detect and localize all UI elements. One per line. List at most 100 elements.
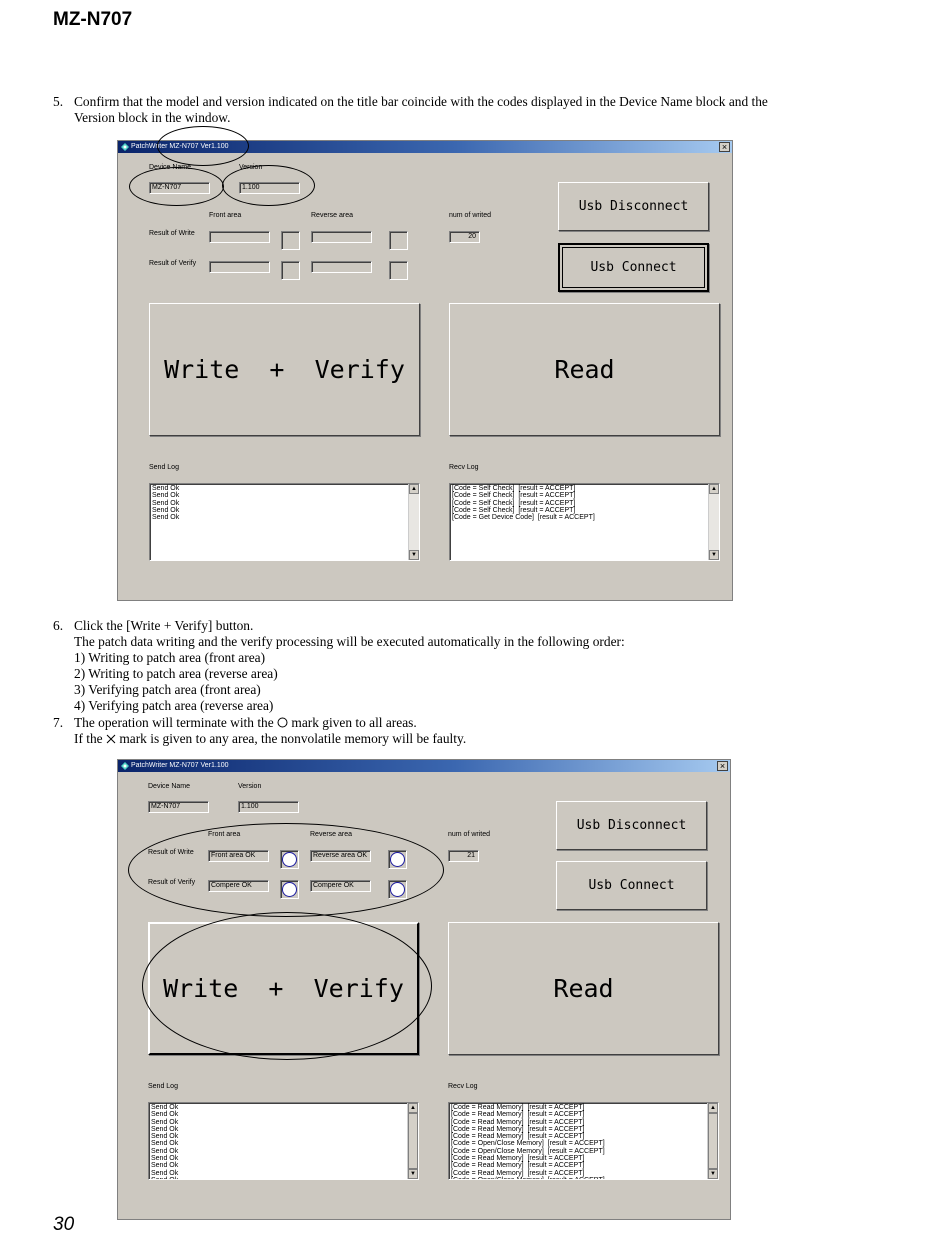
step7-line2-end: mark is given to any area, the nonvolati…	[119, 731, 467, 746]
step-number: 5.	[53, 94, 64, 109]
result-write-label: Result of Write	[148, 849, 194, 856]
num-writed-field: 20	[449, 231, 480, 243]
write-reverse-field	[311, 231, 372, 243]
verify-front-field: Compere OK	[208, 880, 269, 892]
close-icon[interactable]: ×	[717, 761, 728, 771]
usb-disconnect-button[interactable]: Usb Disconnect	[556, 801, 707, 850]
version-label: Version	[239, 164, 263, 171]
write-verify-button[interactable]: Write + Verify	[149, 303, 420, 436]
close-icon[interactable]: ×	[719, 142, 730, 152]
device-name-field: MZ-N707	[148, 801, 209, 813]
circle-mark-icon	[277, 717, 288, 728]
title-bar[interactable]: PatchWriter MZ-N707 Ver1.100 ×	[118, 760, 730, 772]
reverse-area-label: Reverse area	[310, 831, 353, 838]
verify-reverse-mark	[388, 880, 407, 899]
verify-reverse-field	[311, 261, 372, 273]
window-title: PatchWriter MZ-N707 Ver1.100	[131, 143, 229, 150]
step6-item: 3) Verifying patch area (front area)	[74, 682, 261, 697]
recv-log-text: [Code = Read Memory] [result = ACCEPT] […	[451, 1104, 605, 1179]
scroll-down-icon[interactable]: ▼	[709, 550, 719, 560]
verify-front-mark	[280, 880, 299, 899]
send-log-label: Send Log	[149, 464, 179, 471]
scroll-up-icon[interactable]: ▲	[708, 1103, 718, 1113]
front-area-label: Front area	[208, 831, 241, 838]
step7-line2: If the mark is given to any area, the no…	[74, 731, 466, 747]
write-reverse-mark	[389, 231, 408, 250]
scroll-up-icon[interactable]: ▲	[409, 484, 419, 494]
write-front-field: Front area OK	[208, 850, 269, 862]
step6-item: 4) Verifying patch area (reverse area)	[74, 698, 274, 713]
step5-line1: Confirm that the model and version indic…	[74, 94, 768, 109]
step5-line2: Version block in the window.	[74, 110, 231, 125]
write-reverse-field: Reverse area OK	[310, 850, 371, 862]
patchwriter-window-1: PatchWriter MZ-N707 Ver1.100 × Device Na…	[117, 140, 733, 601]
recv-log-box[interactable]: [Code = Read Memory] [result = ACCEPT] […	[448, 1102, 719, 1180]
verify-front-field	[209, 261, 270, 273]
ok-circle-icon	[282, 882, 297, 897]
ok-circle-icon	[390, 852, 405, 867]
title-bar[interactable]: PatchWriter MZ-N707 Ver1.100 ×	[118, 141, 732, 153]
recv-log-label: Recv Log	[448, 1083, 478, 1090]
scroll-down-icon[interactable]: ▼	[408, 1169, 418, 1179]
cross-mark-icon	[106, 734, 116, 744]
step6-line1: Click the [Write + Verify] button.	[74, 618, 254, 633]
read-button[interactable]: Read	[449, 303, 720, 436]
scrollbar[interactable]: ▲ ▼	[408, 484, 419, 560]
window-title: PatchWriter MZ-N707 Ver1.100	[131, 762, 229, 769]
patchwriter-window-2: PatchWriter MZ-N707 Ver1.100 × Device Na…	[117, 759, 731, 1220]
scroll-down-icon[interactable]: ▼	[409, 550, 419, 560]
send-log-box[interactable]: Send Ok Send Ok Send Ok Send Ok Send Ok …	[149, 483, 420, 561]
reverse-area-label: Reverse area	[311, 212, 354, 219]
device-name-label: Device Name	[149, 164, 192, 171]
page-number: 30	[53, 1214, 75, 1235]
step7-line1: The operation will terminate with the ma…	[74, 715, 417, 731]
result-verify-label: Result of Verify	[149, 260, 197, 267]
version-field: 1.100	[238, 801, 299, 813]
step7-line1-end: mark given to all areas.	[291, 715, 417, 730]
step6-line2: The patch data writing and the verify pr…	[74, 634, 625, 649]
verify-reverse-field: Compere OK	[310, 880, 371, 892]
recv-log-text: [Code = Self Check] [result = ACCEPT] [C…	[452, 485, 595, 522]
send-log-label: Send Log	[148, 1083, 178, 1090]
result-verify-label: Result of Verify	[148, 879, 196, 886]
scroll-up-icon[interactable]: ▲	[709, 484, 719, 494]
version-field: 1.100	[239, 182, 300, 194]
step6-item: 1) Writing to patch area (front area)	[74, 650, 266, 665]
version-label: Version	[238, 783, 262, 790]
send-log-text: Send Ok Send Ok Send Ok Send Ok Send Ok …	[151, 1104, 179, 1179]
verify-front-mark	[281, 261, 300, 280]
device-name-label: Device Name	[148, 783, 191, 790]
step7-line2-start: If the	[74, 731, 103, 746]
recv-log-label: Recv Log	[449, 464, 479, 471]
step6-item: 2) Writing to patch area (reverse area)	[74, 666, 278, 681]
usb-connect-button[interactable]: Usb Connect	[558, 243, 709, 292]
write-reverse-mark	[388, 850, 407, 869]
app-icon	[121, 762, 129, 770]
scroll-thumb[interactable]	[708, 1113, 718, 1169]
device-name-field: MZ-N707	[149, 182, 210, 194]
scroll-up-icon[interactable]: ▲	[408, 1103, 418, 1113]
model-header: MZ-N707	[53, 9, 133, 30]
app-icon	[121, 143, 129, 151]
send-log-box[interactable]: Send Ok Send Ok Send Ok Send Ok Send Ok …	[148, 1102, 419, 1180]
ok-circle-icon	[282, 852, 297, 867]
num-writed-label: num of writed	[449, 212, 492, 219]
scrollbar[interactable]: ▲ ▼	[708, 484, 719, 560]
ok-circle-icon	[390, 882, 405, 897]
scroll-down-icon[interactable]: ▼	[708, 1169, 718, 1179]
verify-reverse-mark	[389, 261, 408, 280]
scrollbar[interactable]: ▲ ▼	[707, 1103, 718, 1179]
read-button[interactable]: Read	[448, 922, 719, 1055]
write-front-field	[209, 231, 270, 243]
result-write-label: Result of Write	[149, 230, 195, 237]
front-area-label: Front area	[209, 212, 242, 219]
usb-disconnect-button[interactable]: Usb Disconnect	[558, 182, 709, 231]
scrollbar[interactable]: ▲ ▼	[407, 1103, 418, 1179]
usb-connect-button[interactable]: Usb Connect	[556, 861, 707, 910]
num-writed-field: 21	[448, 850, 479, 862]
send-log-text: Send Ok Send Ok Send Ok Send Ok Send Ok	[152, 485, 180, 522]
write-verify-button[interactable]: Write + Verify	[148, 922, 419, 1055]
scroll-thumb[interactable]	[408, 1113, 418, 1169]
recv-log-box[interactable]: [Code = Self Check] [result = ACCEPT] [C…	[449, 483, 720, 561]
step7-line1-start: The operation will terminate with the	[74, 715, 274, 730]
